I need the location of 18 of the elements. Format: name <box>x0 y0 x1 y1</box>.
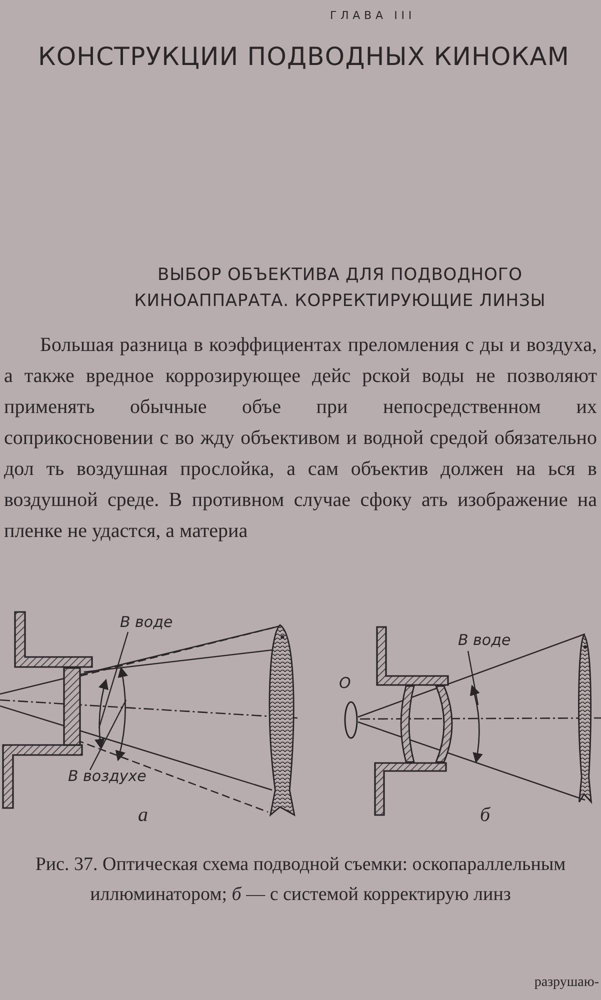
figure-label: В воде <box>458 630 511 650</box>
angle-arc <box>115 666 128 762</box>
page-fragment: разрушаю- <box>534 974 599 992</box>
leader-line <box>89 700 127 770</box>
leader-line <box>467 650 479 706</box>
figure-caption: Рис. 37. Оптическая схема подводной съемки: оскопараллельным иллюминатором; б — с системой корректирую линз <box>34 853 567 907</box>
leader-line <box>98 632 129 728</box>
lens-label: О <box>339 673 351 694</box>
angle-arc <box>94 678 109 750</box>
figure-label: В воздухе <box>68 766 146 786</box>
figure-letter: а <box>138 803 148 828</box>
figure-letter: б <box>480 803 490 828</box>
chapter-title: КОНСТРУКЦИИ ПОДВОДНЫХ КИНОКАМ <box>38 41 570 73</box>
chapter-label: ГЛАВА III <box>330 8 416 24</box>
body-paragraph: Большая разница в коэффициентах преломления с ды и воздуха, а также вредное коррозирующее дейс рской воды не позволяют применять обычные объе при непосредственном их соприкосновении с во жду объективом и водной средой обязательно дол ть воздушная прослойка, а сам объектив должен на ься в воздушной среде. В противном случае сфоку ать изображение на пленке не удастся, а материа <box>4 333 597 544</box>
section-heading: ВЫБОР ОБЪЕКТИВА ДЛЯ ПОДВОДНОГО КИНОАППАРАТА. КОРРЕКТИРУЮЩИЕ ЛИНЗЫ <box>133 264 547 313</box>
figure-label: В воде <box>120 612 173 632</box>
angle-arc <box>470 684 483 764</box>
